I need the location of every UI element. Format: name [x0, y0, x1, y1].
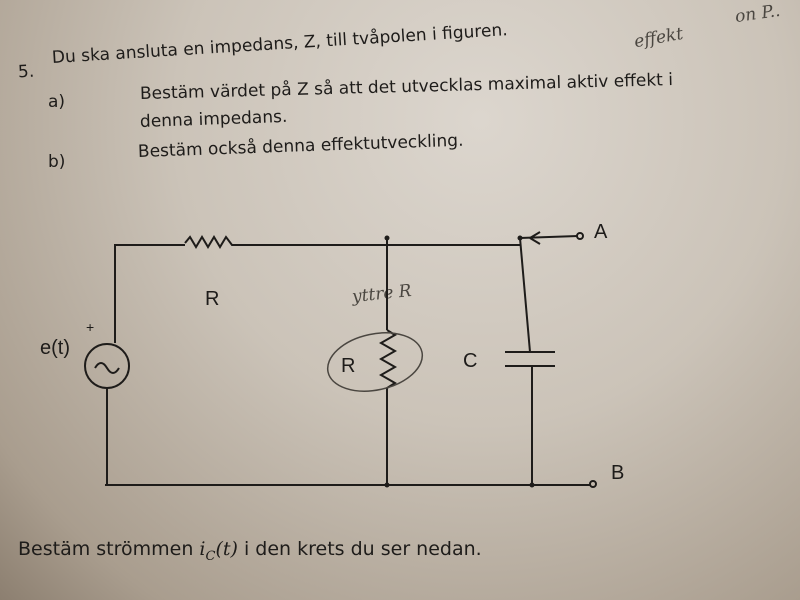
junction-dot	[517, 235, 523, 241]
source-polarity: +	[86, 319, 94, 335]
wire-left	[114, 244, 185, 343]
math-sub: C	[205, 548, 216, 564]
ac-sine-icon	[94, 362, 120, 374]
handwritten-circle	[326, 332, 424, 392]
junction-dot	[384, 482, 390, 488]
math-i: i	[199, 538, 206, 560]
junction-dot	[529, 482, 535, 488]
terminal-b-dot	[589, 480, 597, 488]
terminal-b-label: B	[611, 462, 624, 484]
resistor-shunt	[378, 329, 398, 485]
resistor-shunt-label: R	[341, 355, 355, 377]
math-arg: (t)	[215, 538, 238, 560]
terminal-a-dot	[576, 232, 584, 240]
terminal-a-label: A	[594, 221, 608, 243]
wire-capacitor	[519, 237, 533, 485]
resistor-series-label: R	[205, 288, 219, 310]
part-b-label: b)	[48, 152, 66, 172]
footer-text-before: Bestäm strömmen	[18, 538, 200, 560]
junction-dot	[384, 235, 390, 241]
terminal-arrow	[529, 231, 541, 245]
voltage-source	[84, 343, 130, 389]
source-label: e(t)	[40, 337, 70, 359]
resistor-series	[184, 235, 520, 249]
wire-top	[519, 235, 579, 239]
capacitor-label: C	[463, 350, 477, 372]
footer-question: Bestäm strömmen iC(t) i den krets du ser…	[18, 538, 482, 564]
part-a-label: a)	[48, 92, 66, 112]
footer-text-after: i den krets du ser nedan.	[237, 538, 482, 560]
